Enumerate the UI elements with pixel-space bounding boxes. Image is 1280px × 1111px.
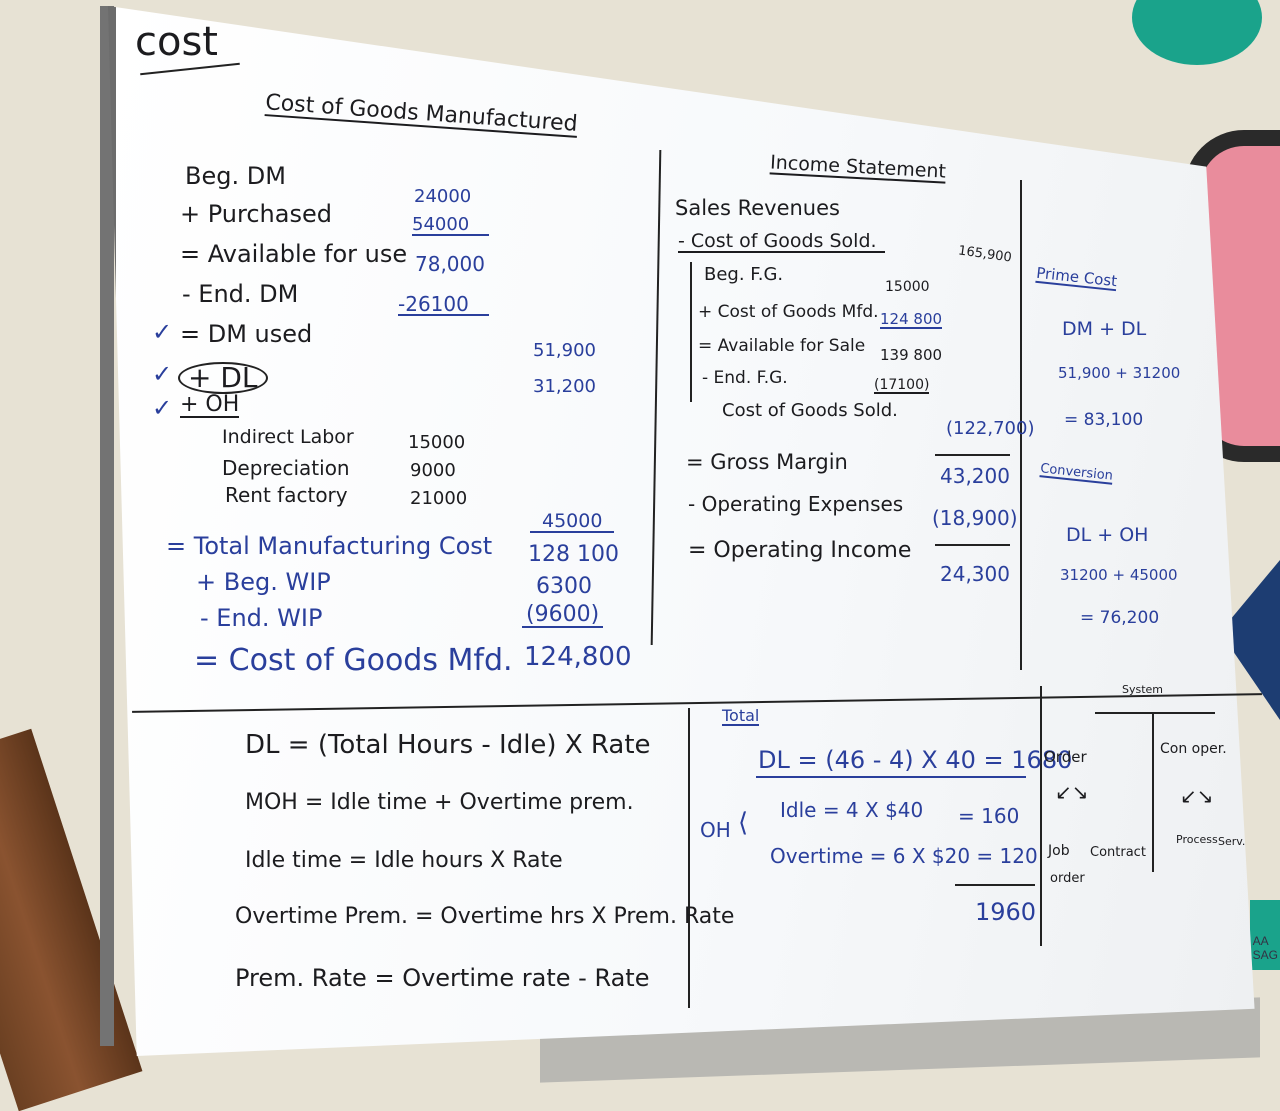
system-order2: order xyxy=(1050,871,1085,886)
sales-label: Sales Revenues xyxy=(675,196,840,220)
prime-formula: DM + DL xyxy=(1062,318,1147,340)
total-dl: DL = (46 - 4) X 40 = 1680 xyxy=(758,746,1073,774)
prime-result: = 83,100 xyxy=(1064,410,1144,430)
wall-teal-shape xyxy=(1132,0,1262,65)
board-title: cost xyxy=(135,19,218,65)
system-contract: Contract xyxy=(1090,845,1146,860)
end-wip-label: - End. WIP xyxy=(200,604,323,632)
purchased-value: 54000 xyxy=(412,216,490,236)
purchased-label: + Purchased xyxy=(180,200,332,228)
formula-dl: DL = (Total Hours - Idle) X Rate xyxy=(245,730,651,760)
gross-margin-label: = Gross Margin xyxy=(686,450,848,474)
end-fg-value: (17100) xyxy=(874,377,930,394)
cogs-total-label: Cost of Goods Sold. xyxy=(722,400,898,421)
conversion-formula: DL + OH xyxy=(1066,524,1149,546)
cogs-heading: - Cost of Goods Sold. xyxy=(678,232,885,253)
cogm-line-value: 124 800 xyxy=(880,310,943,329)
system-process: Process xyxy=(1176,833,1218,846)
rent-label: Rent factory xyxy=(225,483,348,507)
check-mark-icon: ✓ xyxy=(152,318,173,346)
avail-label: = Available for Sale xyxy=(698,336,866,356)
beg-wip-value: 6300 xyxy=(536,574,592,599)
formula-overtime: Overtime Prem. = Overtime hrs X Prem. Ra… xyxy=(235,904,735,929)
rent-value: 21000 xyxy=(410,488,468,509)
divider-bottom-right xyxy=(1040,686,1042,946)
cogm-value: 124,800 xyxy=(524,642,632,672)
dm-used-value: 51,900 xyxy=(533,340,596,361)
system-service: Serv. xyxy=(1218,835,1246,848)
opex-value: (18,900) xyxy=(932,506,1018,530)
indirect-labor-label: Indirect Labor xyxy=(222,426,354,448)
gross-margin-value: 43,200 xyxy=(940,464,1010,488)
available-value: 78,000 xyxy=(415,252,485,276)
total-idle-value: = 160 xyxy=(958,804,1020,828)
total-mfg-label: = Total Manufacturing Cost xyxy=(166,532,493,560)
end-fg-label: - End. F.G. xyxy=(702,368,788,388)
total-sum-rule xyxy=(955,884,1035,886)
gross-rule xyxy=(935,454,1010,456)
depreciation-label: Depreciation xyxy=(222,456,350,480)
formula-idle: Idle time = Idle hours X Rate xyxy=(245,848,563,873)
dl-value: 31,200 xyxy=(533,376,596,397)
oh-total-value: 45000 xyxy=(530,512,615,533)
wall-teal-block xyxy=(1250,900,1280,970)
dm-used-label: = DM used xyxy=(180,320,313,348)
dl-label: + DL xyxy=(178,362,268,394)
end-wip-value: (9600) xyxy=(522,604,604,628)
check-mark-icon: ✓ xyxy=(152,394,173,422)
system-branch xyxy=(1095,712,1215,714)
conversion-calc: 31200 + 45000 xyxy=(1060,566,1178,584)
indirect-labor-value: 15000 xyxy=(408,432,466,453)
total-mfg-value: 128 100 xyxy=(528,542,619,567)
opex-label: - Operating Expenses xyxy=(688,492,904,516)
divider-right xyxy=(1020,180,1022,670)
cogs-total-value: (122,700) xyxy=(946,418,1035,439)
branch-arrows-icon: ↙↘ xyxy=(1180,784,1214,808)
total-oh-label: OH xyxy=(700,818,731,842)
system-job: Job xyxy=(1048,843,1070,859)
opinc-label: = Operating Income xyxy=(688,538,912,563)
beg-fg-value: 15000 xyxy=(885,279,930,295)
total-heading: Total xyxy=(722,706,760,726)
beg-fg-label: Beg. F.G. xyxy=(704,264,784,285)
total-sum: 1960 xyxy=(975,898,1037,926)
depreciation-value: 9000 xyxy=(410,460,456,481)
formula-moh: MOH = Idle time + Overtime prem. xyxy=(245,790,634,815)
end-dm-label: - End. DM xyxy=(182,280,299,308)
check-mark-icon: ✓ xyxy=(152,360,173,388)
system-stem xyxy=(1152,712,1154,872)
whiteboard xyxy=(108,6,1255,1056)
easel-leg xyxy=(0,728,143,1111)
wall-text: AA SAG xyxy=(1252,934,1278,962)
prime-calc: 51,900 + 31200 xyxy=(1058,364,1181,382)
total-idle: Idle = 4 X $40 xyxy=(780,798,924,822)
bracket-arrow-icon: ⟨ xyxy=(738,808,749,838)
cogm-label: = Cost of Goods Mfd. xyxy=(194,643,513,678)
system-heading: System xyxy=(1122,683,1164,696)
opex-rule xyxy=(935,544,1010,546)
system-con-oper: Con oper. xyxy=(1160,741,1227,757)
beg-wip-label: + Beg. WIP xyxy=(196,568,331,596)
opinc-value: 24,300 xyxy=(940,562,1010,586)
cogm-line-label: + Cost of Goods Mfd. xyxy=(698,302,879,322)
cogs-bracket xyxy=(690,262,692,402)
beg-dm-value: 24000 xyxy=(414,186,472,207)
branch-arrows-icon: ↙↘ xyxy=(1055,780,1089,804)
total-dl-rule xyxy=(756,776,1026,778)
system-order: Order xyxy=(1044,748,1087,766)
beg-dm-label: Beg. DM xyxy=(185,162,286,190)
divider-bottom-left xyxy=(688,708,690,1008)
conversion-result: = 76,200 xyxy=(1080,608,1160,628)
total-overtime: Overtime = 6 X $20 = 120 xyxy=(770,844,1038,868)
board-frame xyxy=(100,6,114,1046)
end-dm-value: -26100 xyxy=(398,294,489,316)
formula-prem-rate: Prem. Rate = Overtime rate - Rate xyxy=(235,964,650,992)
oh-label: + OH xyxy=(180,392,240,418)
avail-value: 139 800 xyxy=(880,346,943,364)
available-label: = Available for use xyxy=(180,240,408,268)
